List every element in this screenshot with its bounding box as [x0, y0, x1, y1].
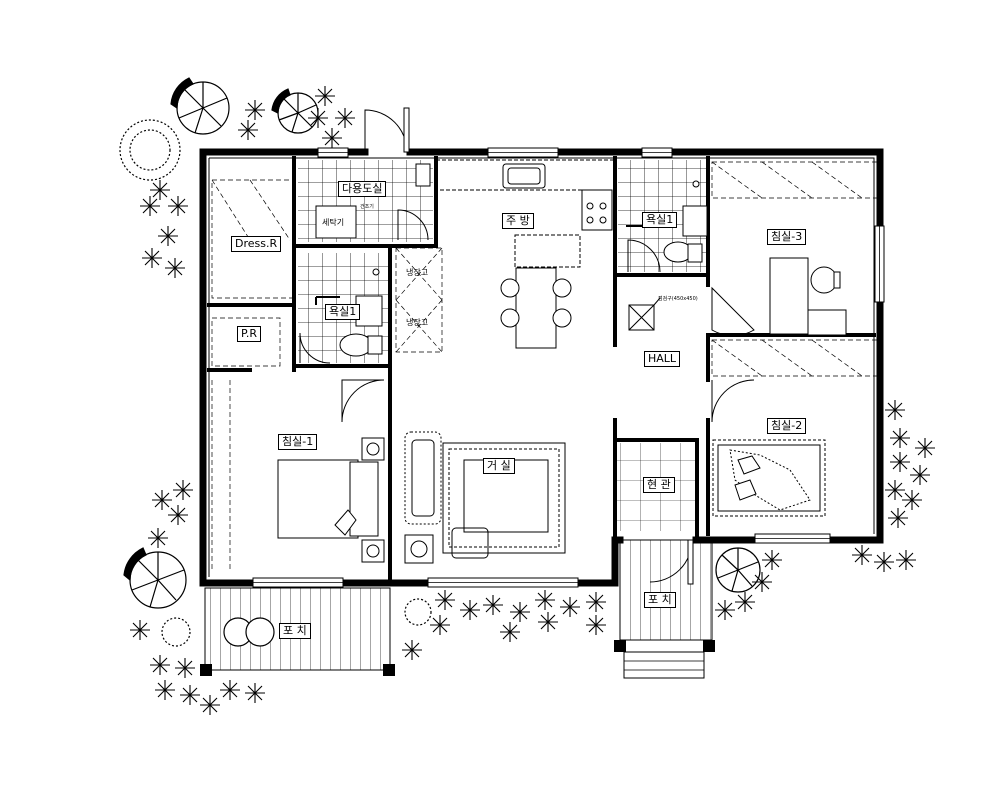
label-dress-room: Dress.R	[231, 236, 282, 252]
label-vent: 점검구(450x450)	[658, 296, 698, 302]
label-entrance: 현 관	[643, 477, 675, 493]
kitchen-fixtures	[435, 159, 615, 349]
label-bath-b: 욕실1	[642, 212, 678, 228]
label-fridge-2: 냉장고	[406, 318, 429, 327]
doors	[299, 107, 755, 585]
label-washer: 세탁기	[322, 218, 345, 227]
label-bath-a: 욕실1	[325, 304, 361, 320]
label-bedroom-3: 침실-3	[767, 229, 807, 245]
label-porch-right: 포 치	[644, 592, 676, 608]
label-utility: 다용도실	[338, 181, 387, 197]
label-pantry-room: P.R	[237, 326, 262, 342]
interior-walls	[207, 156, 876, 585]
porch-right-steps	[623, 651, 705, 679]
bedroom1-furniture	[277, 437, 385, 563]
living-furniture	[404, 431, 566, 564]
vent-box	[628, 297, 661, 331]
label-living: 거 실	[483, 458, 515, 474]
label-kitchen: 주 방	[502, 213, 534, 229]
shrubs	[119, 119, 432, 647]
label-washer-note: 건조기	[360, 204, 374, 210]
label-fridge-1: 냉장고	[406, 268, 429, 277]
label-bedroom-1: 침실-1	[278, 434, 318, 450]
bath-fixtures	[315, 163, 708, 357]
porch-right-deck	[619, 539, 713, 641]
label-bedroom-2: 침실-2	[767, 418, 807, 434]
label-hall: HALL	[644, 351, 681, 367]
label-porch-left: 포 치	[279, 623, 311, 639]
bedroom2-bed	[712, 439, 826, 517]
bedroom3-furniture	[769, 257, 847, 336]
